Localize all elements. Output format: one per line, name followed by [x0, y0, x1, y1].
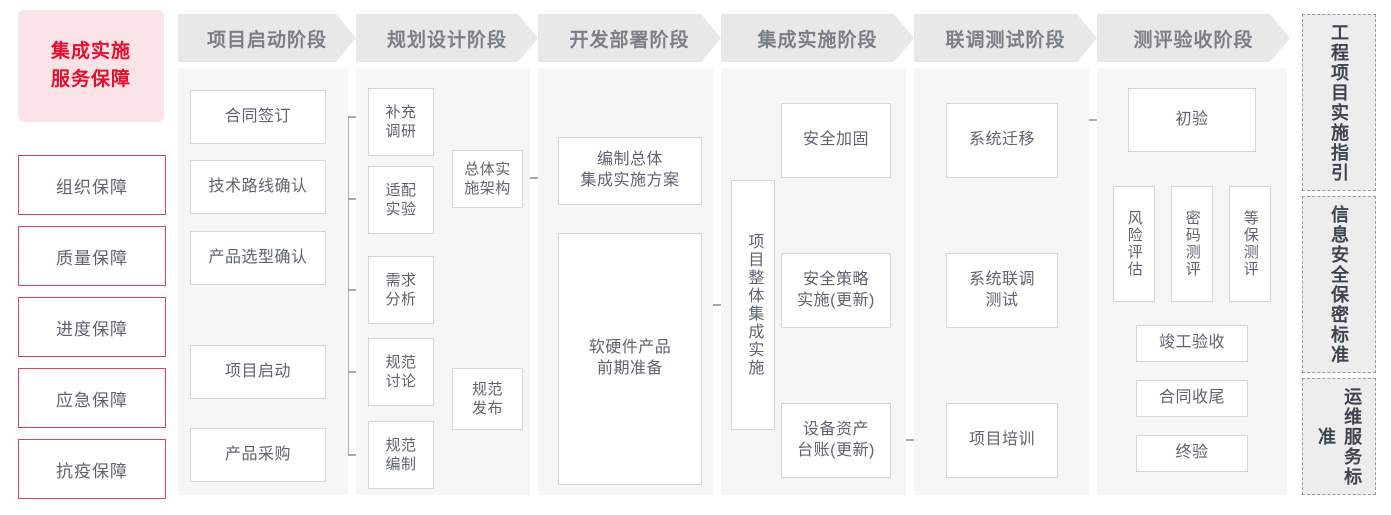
- node-product-procurement[interactable]: 产品采购: [190, 428, 326, 482]
- sidebar-item-quality[interactable]: 质量保障: [18, 226, 166, 286]
- phase-header-planning-design[interactable]: 规划设计阶段: [356, 14, 538, 62]
- phase-header-integration[interactable]: 集成实施阶段: [721, 14, 914, 62]
- node-label-line1: 系统联调: [968, 270, 1035, 288]
- node-system-migration[interactable]: 系统迁移: [946, 103, 1058, 178]
- node-final-acceptance[interactable]: 终验: [1136, 435, 1248, 472]
- node-label: 安全加固: [802, 131, 869, 149]
- node-security-hardening[interactable]: 安全加固: [781, 103, 891, 178]
- node-label: 合同签订: [224, 107, 291, 125]
- node-label-line2: 台账(更新): [797, 441, 875, 459]
- node-supplementary-research[interactable]: 补充 调研: [368, 88, 434, 156]
- node-project-kickoff[interactable]: 项目启动: [190, 345, 326, 399]
- node-risk-assessment[interactable]: 风险评估: [1113, 186, 1155, 302]
- phase-header-joint-test[interactable]: 联调测试阶段: [914, 14, 1097, 62]
- node-label: 密码测评: [1183, 210, 1201, 278]
- sidebar-title-line2: 服务保障: [50, 69, 131, 90]
- standard-box-engineering-guideline[interactable]: 工程项目实施指引: [1302, 14, 1376, 191]
- node-preliminary-acceptance[interactable]: 初验: [1128, 88, 1256, 152]
- node-label-line2: 发布: [471, 400, 503, 417]
- node-label: 项目启动: [224, 362, 291, 380]
- phase-header-project-kickoff[interactable]: 项目启动阶段: [178, 14, 356, 62]
- node-label-line2: 编制: [385, 456, 417, 473]
- node-label-line2: 施架构: [464, 180, 511, 197]
- node-label-line2: 测试: [985, 291, 1019, 309]
- node-overall-project-integration[interactable]: 项目整体集成实施: [731, 180, 775, 430]
- node-label-line1: 规范: [385, 353, 417, 371]
- node-system-joint-debug-test[interactable]: 系统联调 测试: [946, 253, 1058, 328]
- standard-box-ops-service[interactable]: 运维服务标准: [1302, 378, 1376, 495]
- node-label-line1: 规范: [385, 436, 417, 454]
- node-label-line2: 集成实施方案: [580, 172, 680, 189]
- standard-label: 工程项目实施指引: [1329, 22, 1350, 183]
- sidebar-item-label: 进度保障: [56, 319, 128, 339]
- sidebar-item-label: 质量保障: [56, 248, 128, 268]
- standard-label: 信息安全保密标准: [1329, 204, 1350, 365]
- node-equipment-asset-ledger[interactable]: 设备资产 台账(更新): [781, 403, 891, 478]
- node-requirement-analysis[interactable]: 需求 分析: [368, 256, 434, 324]
- phase-title: 开发部署阶段: [569, 29, 690, 51]
- node-security-policy-implementation[interactable]: 安全策略 实施(更新): [781, 253, 891, 328]
- node-draft-overall-integration-plan[interactable]: 编制总体 集成实施方案: [558, 137, 702, 205]
- node-label: 风险评估: [1125, 210, 1143, 278]
- node-label-line1: 软硬件产品: [588, 339, 672, 357]
- node-label: 产品采购: [224, 445, 291, 463]
- node-label-line1: 设备资产: [802, 420, 869, 438]
- node-project-training[interactable]: 项目培训: [946, 403, 1058, 478]
- node-hardware-software-preparation[interactable]: 软硬件产品 前期准备: [558, 233, 702, 485]
- sidebar-title: 集成实施 服务保障: [18, 10, 164, 122]
- node-label: 项目整体集成实施: [745, 233, 763, 377]
- node-spec-discussion[interactable]: 规范 讨论: [368, 338, 434, 406]
- node-label: 合同收尾: [1158, 389, 1225, 407]
- node-label-line1: 总体实: [464, 160, 511, 178]
- standard-box-infosec-confidentiality[interactable]: 信息安全保密标准: [1302, 196, 1376, 373]
- node-label-line2: 实施(更新): [797, 291, 875, 309]
- sidebar-item-epidemic[interactable]: 抗疫保障: [18, 439, 166, 499]
- node-label-line1: 编制总体: [596, 151, 663, 169]
- sidebar-item-emergency[interactable]: 应急保障: [18, 368, 166, 428]
- phase-header-evaluation-acceptance[interactable]: 测评验收阶段: [1097, 14, 1290, 62]
- standard-label: 运维服务标准: [1316, 386, 1363, 487]
- node-label-line1: 补充: [385, 103, 417, 121]
- node-label-line1: 需求: [385, 271, 417, 289]
- node-spec-drafting[interactable]: 规范 编制: [368, 421, 434, 489]
- sidebar-item-schedule[interactable]: 进度保障: [18, 297, 166, 357]
- phase-title: 项目启动阶段: [206, 29, 327, 51]
- node-label: 技术路线确认: [208, 177, 308, 195]
- node-label-line2: 讨论: [385, 373, 417, 390]
- phase-title: 集成实施阶段: [757, 29, 878, 51]
- node-spec-release[interactable]: 规范 发布: [452, 368, 523, 430]
- node-classified-protection-evaluation[interactable]: 等保测评: [1229, 186, 1271, 302]
- node-completion-acceptance[interactable]: 竣工验收: [1136, 325, 1248, 362]
- node-label-line1: 安全策略: [802, 270, 869, 288]
- node-contract-closure[interactable]: 合同收尾: [1136, 380, 1248, 417]
- node-label-line1: 规范: [471, 380, 503, 398]
- node-contract-signing[interactable]: 合同签订: [190, 90, 326, 144]
- node-label-line2: 实验: [385, 201, 417, 218]
- node-label-line2: 调研: [385, 123, 417, 140]
- node-label: 等保测评: [1241, 210, 1259, 278]
- phase-header-dev-deploy[interactable]: 开发部署阶段: [538, 14, 721, 62]
- node-label: 项目培训: [968, 431, 1035, 449]
- node-label-line1: 适配: [385, 181, 417, 199]
- node-tech-route-confirm[interactable]: 技术路线确认: [190, 160, 326, 214]
- sidebar-item-label: 抗疫保障: [56, 461, 128, 481]
- node-label: 终验: [1175, 444, 1209, 462]
- node-label: 产品选型确认: [208, 248, 308, 266]
- phase-title: 联调测试阶段: [945, 29, 1066, 51]
- phase-title: 规划设计阶段: [386, 29, 507, 51]
- node-label: 系统迁移: [968, 131, 1035, 149]
- sidebar-title-line1: 集成实施: [50, 41, 131, 63]
- node-label: 竣工验收: [1158, 334, 1225, 352]
- node-overall-implementation-architecture[interactable]: 总体实 施架构: [452, 150, 523, 208]
- node-label-line2: 前期准备: [596, 360, 663, 377]
- node-adaptation-experiment[interactable]: 适配 实验: [368, 166, 434, 234]
- sidebar-item-organization[interactable]: 组织保障: [18, 155, 166, 215]
- phase-title: 测评验收阶段: [1133, 29, 1254, 51]
- node-cryptography-evaluation[interactable]: 密码测评: [1171, 186, 1213, 302]
- sidebar-item-label: 组织保障: [56, 177, 128, 197]
- sidebar-item-label: 应急保障: [56, 390, 128, 410]
- node-label: 初验: [1175, 110, 1209, 128]
- node-product-selection-confirm[interactable]: 产品选型确认: [190, 231, 326, 285]
- node-label-line2: 分析: [385, 291, 417, 308]
